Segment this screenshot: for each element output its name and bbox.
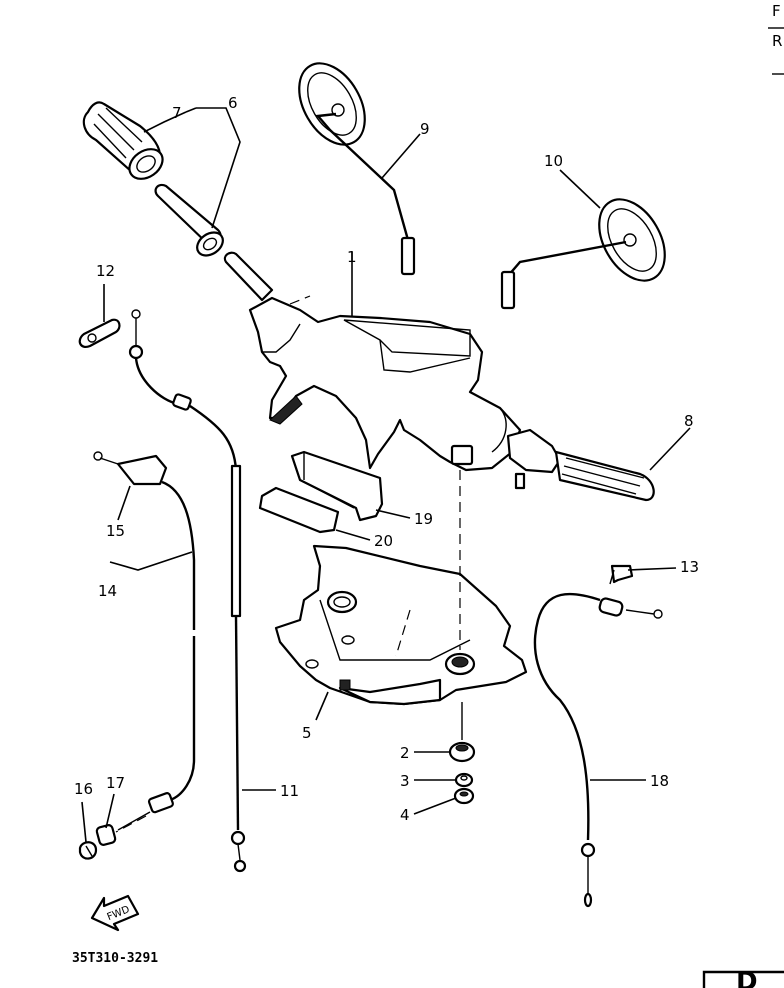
cover-part-5 [274, 544, 528, 706]
label-part-12: 12 [96, 262, 115, 280]
washer-part-3 [454, 772, 474, 788]
nut-part-4 [453, 787, 475, 805]
label-part-17: 17 [106, 774, 125, 792]
corner-mark-2: R [772, 32, 782, 50]
sleeve-part-17 [95, 824, 117, 846]
throttle-tube-part-6 [154, 183, 274, 302]
drawing-code: 35T310-3291 [72, 951, 158, 966]
left-grip-part-7 [82, 101, 164, 180]
right-mirror-part-10 [500, 198, 666, 310]
cable-part-18 [533, 592, 663, 908]
label-part-11: 11 [280, 782, 299, 800]
label-part-16: 16 [74, 780, 93, 798]
label-part-15: 15 [106, 522, 125, 540]
cable-part-14 [93, 451, 196, 833]
label-part-3: 3 [400, 772, 410, 790]
label-part-4: 4 [400, 806, 410, 824]
clip-part-13 [609, 564, 634, 585]
label-part-14: 14 [98, 582, 117, 600]
label-part-19: 19 [414, 510, 433, 528]
label-part-18: 18 [650, 772, 669, 790]
label-part-8: 8 [684, 412, 694, 430]
label-part-5: 5 [302, 724, 312, 742]
left-mirror-part-9 [298, 62, 416, 276]
corner-box-text: D [736, 967, 758, 988]
handlebar-housing-part-1 [248, 295, 522, 472]
corner-mark-1: F [772, 2, 781, 20]
label-part-6: 6 [228, 94, 238, 112]
pad-part-19 [290, 450, 384, 522]
label-part-13: 13 [680, 558, 699, 576]
spring-pin-part-16 [78, 841, 98, 860]
grommet-part-2 [448, 741, 476, 763]
label-part-10: 10 [544, 152, 563, 170]
label-part-1: 1 [347, 248, 357, 266]
label-part-9: 9 [420, 120, 430, 138]
leader-lines [81, 107, 691, 843]
forward-arrow-icon: FWD [90, 894, 140, 932]
right-grip-part-8 [506, 428, 655, 502]
cable-part-11 [128, 309, 247, 873]
clip-part-12 [78, 318, 121, 348]
pad-part-20 [258, 486, 340, 534]
corner-box [702, 970, 784, 988]
label-part-2: 2 [400, 744, 410, 762]
label-part-7: 7 [172, 104, 182, 122]
label-part-20: 20 [374, 532, 393, 550]
